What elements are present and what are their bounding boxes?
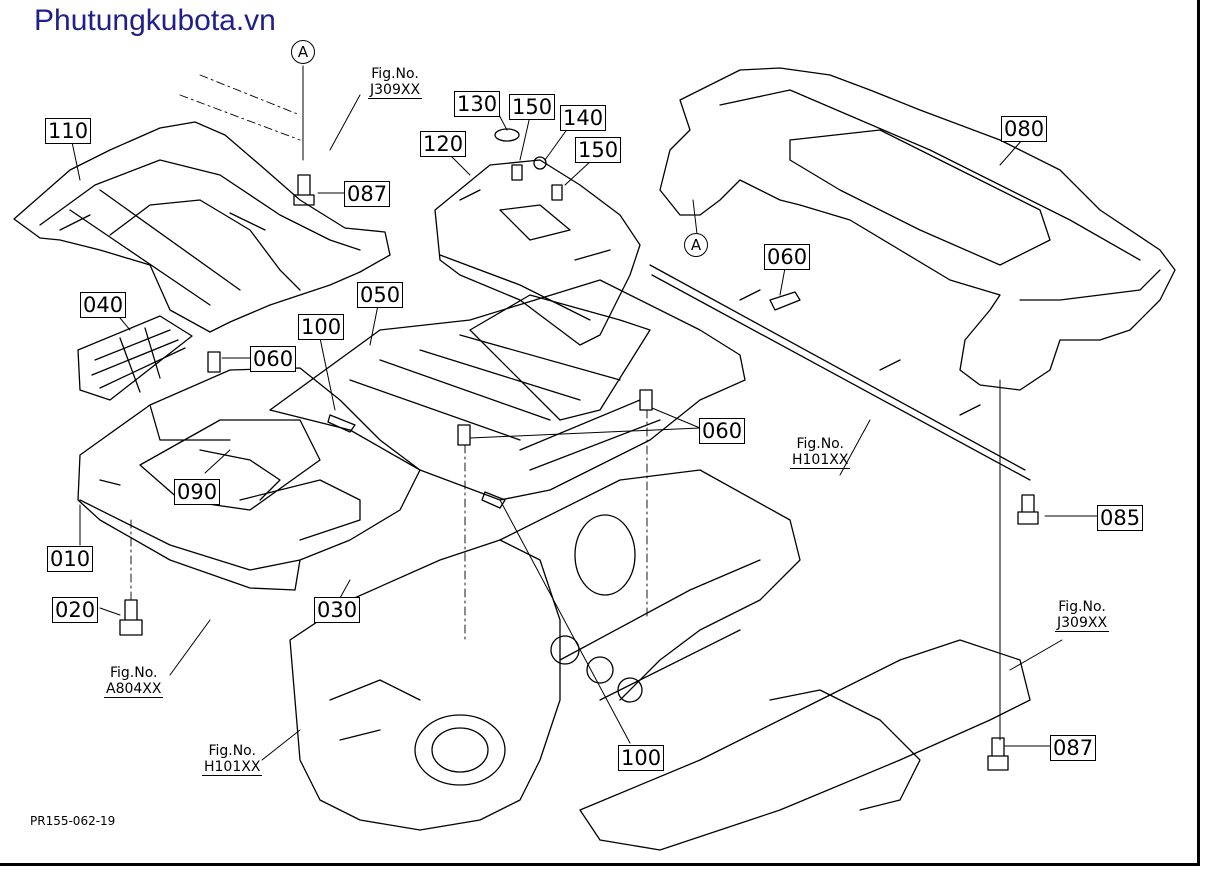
figure-ref-h101xx-left[interactable]: Fig.No. H101XX (202, 743, 263, 776)
part-label-140[interactable]: 140 (560, 105, 607, 131)
part-label-040[interactable]: 040 (80, 292, 127, 318)
figure-ref-title: Fig.No. (796, 436, 844, 452)
seat-fender-120 (434, 159, 641, 346)
figure-ref-j309xx-bottom[interactable]: Fig.No. J309XX (1055, 599, 1110, 632)
figure-ref-title: Fig.No. (109, 665, 158, 681)
rear-deck-080 (659, 67, 1176, 391)
part-label-120[interactable]: 120 (420, 131, 467, 157)
part-label-100[interactable]: 100 (618, 745, 665, 771)
figure-ref-h101xx-right[interactable]: Fig.No. H101XX (790, 436, 851, 469)
part-label-130[interactable]: 130 (454, 91, 501, 117)
figure-ref-j309xx-top[interactable]: Fig.No. J309XX (368, 66, 423, 99)
part-label-087[interactable]: 087 (1050, 735, 1097, 761)
grille-040 (77, 315, 193, 401)
part-label-150[interactable]: 150 (575, 137, 622, 163)
part-label-020[interactable]: 020 (52, 597, 99, 623)
part-label-110[interactable]: 110 (45, 118, 92, 144)
part-label-100[interactable]: 100 (298, 314, 345, 340)
part-label-090[interactable]: 090 (174, 479, 221, 505)
front-panel-010 (77, 367, 421, 591)
part-label-150[interactable]: 150 (509, 94, 556, 120)
bolts (119, 174, 1039, 771)
drawing-code: PR155-062-19 (30, 814, 116, 828)
figure-ref-title: Fig.No. (1058, 599, 1106, 615)
reference-mark-top: A (291, 40, 315, 64)
front-cover-110 (13, 121, 391, 333)
part-label-080[interactable]: 080 (1001, 116, 1048, 142)
reference-mark-deck: A (684, 233, 708, 257)
leader-lines (71, 65, 1101, 761)
figure-ref-a804xx[interactable]: Fig.No. A804XX (104, 665, 164, 698)
part-label-085[interactable]: 085 (1097, 505, 1144, 531)
figure-ref-number: H101XX (202, 759, 263, 776)
figure-ref-number: J309XX (1055, 615, 1110, 632)
part-label-050[interactable]: 050 (357, 282, 404, 308)
center-lines (130, 74, 648, 641)
part-label-010[interactable]: 010 (47, 546, 94, 572)
part-label-087[interactable]: 087 (344, 181, 391, 207)
small-fittings (494, 128, 563, 201)
figure-ref-number: A804XX (104, 681, 164, 698)
floor-050 (269, 279, 746, 501)
part-label-030[interactable]: 030 (314, 597, 361, 623)
figure-ref-title: Fig.No. (371, 66, 419, 82)
figure-ref-number: J309XX (368, 82, 423, 99)
figure-ref-title: Fig.No. (208, 743, 256, 759)
figure-ref-number: H101XX (790, 452, 851, 469)
chassis-frame (289, 469, 1031, 851)
part-label-060[interactable]: 060 (699, 418, 746, 444)
rear-bar (649, 264, 1031, 481)
site-watermark: Phutungkubota.vn (34, 4, 276, 37)
part-label-060[interactable]: 060 (250, 346, 297, 372)
part-label-060[interactable]: 060 (764, 244, 811, 270)
